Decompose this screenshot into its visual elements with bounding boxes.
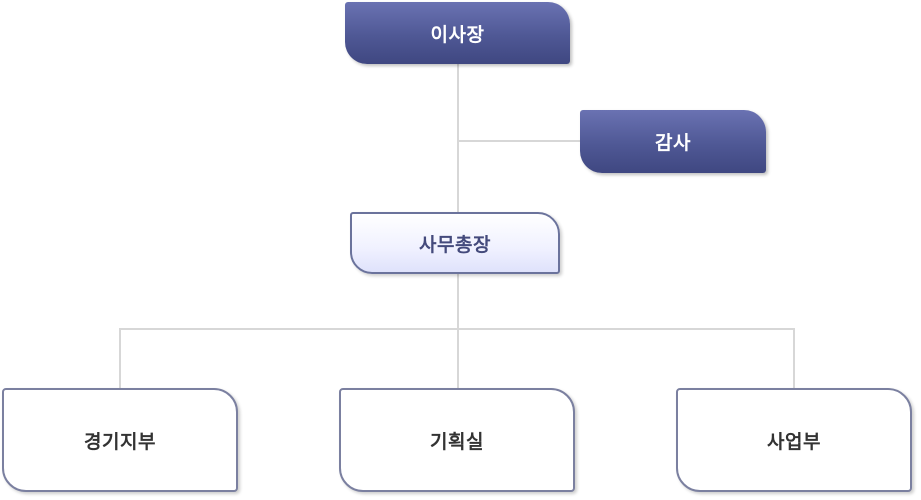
node-chairman[interactable]: 이사장 — [345, 2, 570, 64]
node-dept-gyeonggi[interactable]: 경기지부 — [2, 388, 238, 492]
node-secretary-general-label: 사무총장 — [419, 233, 491, 256]
node-dept-business[interactable]: 사업부 — [676, 388, 912, 492]
node-dept-planning-label: 기획실 — [430, 430, 484, 453]
connector-auditor — [457, 140, 582, 142]
node-dept-gyeonggi-label: 경기지부 — [84, 430, 156, 453]
connector-sg-down — [457, 274, 459, 388]
connector-dept-horizontal — [119, 328, 795, 330]
connector-dept-left — [119, 328, 121, 388]
connector-main-vertical — [457, 64, 459, 212]
node-dept-business-label: 사업부 — [767, 430, 821, 453]
node-auditor-label: 감사 — [655, 132, 691, 154]
node-secretary-general[interactable]: 사무총장 — [350, 212, 560, 274]
node-chairman-label: 이사장 — [430, 23, 485, 46]
connector-dept-right — [793, 328, 795, 388]
node-auditor[interactable]: 감사 — [580, 110, 766, 173]
node-dept-planning[interactable]: 기획실 — [339, 388, 575, 492]
